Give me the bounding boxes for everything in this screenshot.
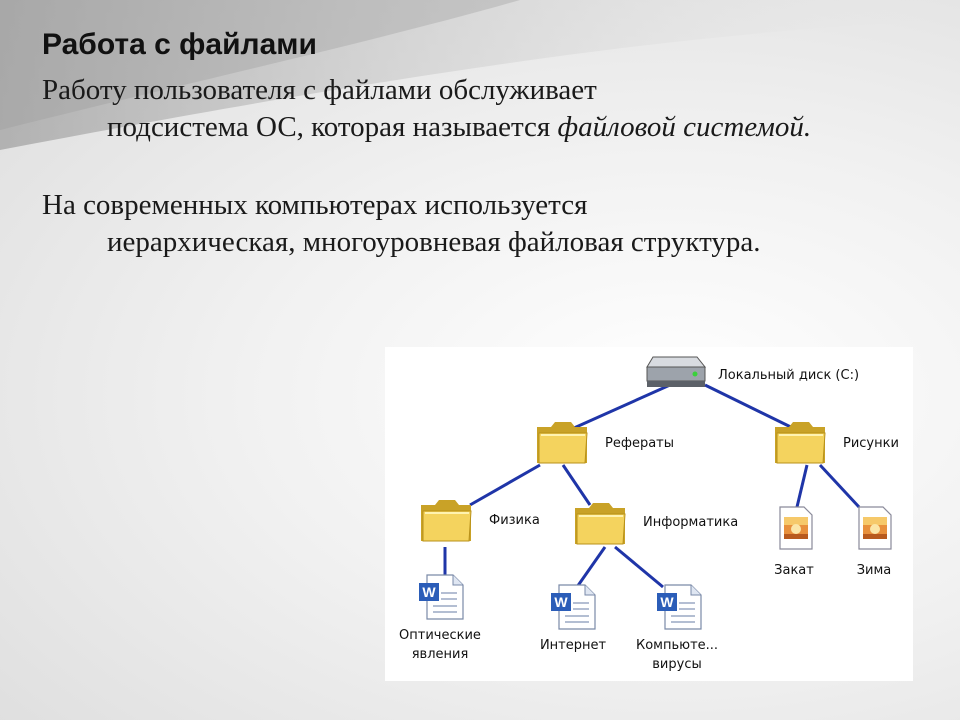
image-file-icon[interactable] xyxy=(779,506,813,550)
word-document-icon[interactable] xyxy=(550,584,596,630)
root-label: Локальный диск (C:) xyxy=(718,368,859,383)
paragraph-text: подсистема ОС, которая называется xyxy=(107,111,558,143)
file-label-opticheskie-2: явления xyxy=(412,647,469,662)
file-tree-diagram: W xyxy=(385,347,913,681)
word-document-icon[interactable] xyxy=(418,574,464,620)
paragraph-line: На современных компьютерах используется xyxy=(42,189,588,221)
paragraph-continuation: иерархическая, многоуровневая файловая с… xyxy=(107,226,761,258)
hard-drive-icon[interactable] xyxy=(646,356,707,387)
paragraph-line: Работу пользователя с файлами обслуживае… xyxy=(42,74,597,106)
folder-label-risunki: Рисунки xyxy=(843,436,899,451)
folder-icon[interactable] xyxy=(420,499,472,542)
paragraph-continuation: подсистема ОС, которая называется файлов… xyxy=(42,109,902,146)
folder-icon[interactable] xyxy=(536,421,588,464)
paragraph-file-system: Работу пользователя с файлами обслуживае… xyxy=(42,72,902,146)
folder-label-fizika: Физика xyxy=(489,513,540,528)
word-document-icon[interactable] xyxy=(656,584,702,630)
file-label-kompvirusy-2: вирусы xyxy=(652,657,701,672)
file-label-internet: Интернет xyxy=(540,638,607,653)
file-label-zima: Зима xyxy=(857,563,892,578)
image-file-icon[interactable] xyxy=(858,506,892,550)
slide-title: Работа с файлами xyxy=(42,28,317,61)
file-label-opticheskie-1: Оптические xyxy=(399,628,481,643)
file-label-kompvirusy-1: Компьюте... xyxy=(636,638,718,653)
background-swoosh xyxy=(0,0,960,150)
folder-label-referaty: Рефераты xyxy=(605,436,674,451)
term-file-system: файловой системой. xyxy=(557,111,812,143)
tree-connectors xyxy=(443,383,861,589)
paragraph-hierarchy: На современных компьютерах используется … xyxy=(42,187,902,261)
folder-icon[interactable] xyxy=(574,502,626,545)
file-label-zakat: Закат xyxy=(774,563,814,578)
folder-label-informatika: Информатика xyxy=(643,515,738,530)
folder-icon[interactable] xyxy=(774,421,826,464)
